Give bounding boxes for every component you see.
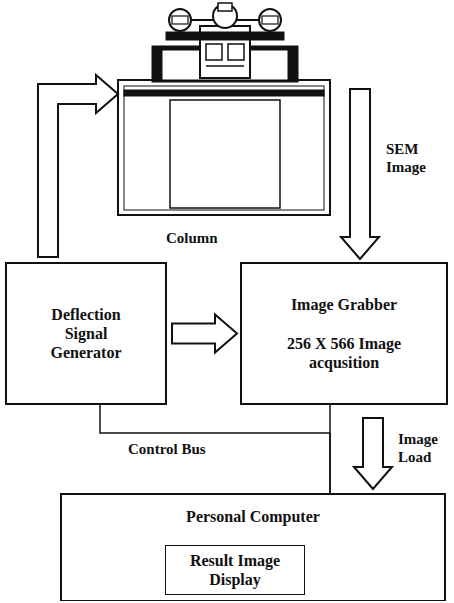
computer-box: Personal ComputerResult Image Display <box>60 493 446 601</box>
block-arrow <box>341 88 379 259</box>
block-arrow <box>354 417 392 489</box>
block-arrow <box>48 75 118 258</box>
column-label: Column <box>166 229 218 248</box>
process-box: Image Grabber 256 X 566 Image acqusition <box>240 262 448 405</box>
block-title: Personal Computer <box>186 507 320 526</box>
connector-label: Control Bus <box>128 440 206 458</box>
display-box: Result Image Display <box>165 545 305 595</box>
connector-label: SEM Image <box>386 140 438 176</box>
process-box: Deflection Signal Generator <box>5 262 167 405</box>
connector-label: Image Load <box>398 430 452 466</box>
block-title: Deflection Signal Generator <box>31 305 141 362</box>
block-arrow <box>171 315 237 353</box>
sem-column: Column <box>118 0 330 248</box>
block-title: Image Grabber <box>291 295 397 314</box>
bus-line <box>100 405 330 493</box>
block-title: Result Image Display <box>180 551 290 589</box>
bus-line <box>330 405 331 493</box>
block-spec: 256 X 566 Image acqusition <box>269 334 419 372</box>
